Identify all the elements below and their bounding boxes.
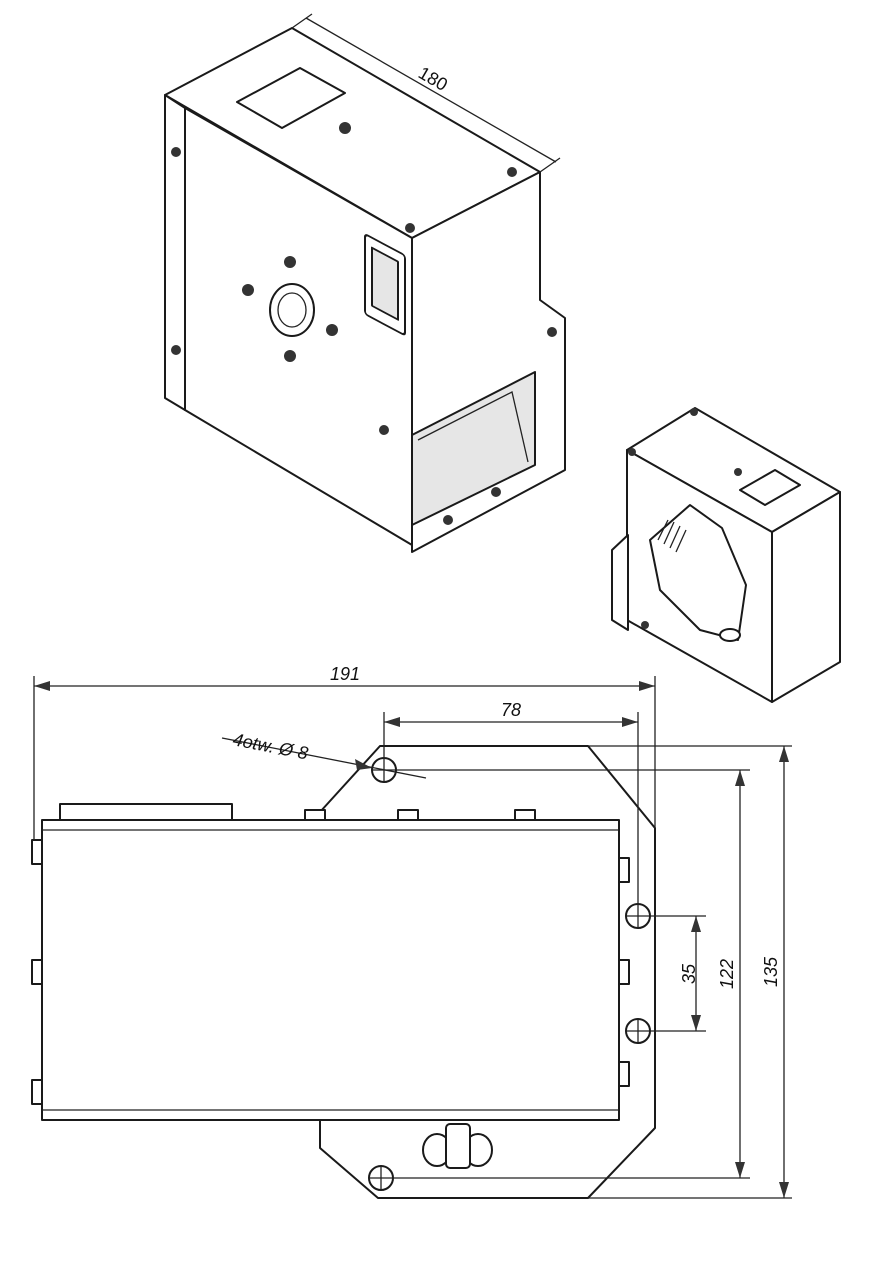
- connector-strip: [59, 803, 233, 821]
- leader-arrow: [355, 759, 372, 770]
- dim-label-180: 180: [415, 63, 451, 95]
- rear-side-face: [771, 491, 841, 703]
- dim-label-191: 191: [330, 664, 360, 684]
- shaft-screw: [284, 350, 296, 362]
- hole-note: 4otw. Ø 8: [231, 729, 309, 763]
- bracket-screw: [491, 487, 501, 497]
- top-screw: [339, 122, 351, 134]
- bracket-screw: [379, 425, 389, 435]
- dim-122: [393, 769, 750, 1179]
- rear-screw: [641, 621, 649, 629]
- hole-note-leader: [221, 737, 427, 779]
- rear-wing-nut: [719, 628, 741, 642]
- flange-screw: [171, 147, 181, 157]
- window-inner-edge: [417, 391, 529, 463]
- power-socket-inner: [371, 246, 399, 321]
- side-tab: [618, 959, 630, 985]
- rear-bracket: [611, 534, 629, 631]
- shaft-inner: [277, 292, 307, 328]
- rear-screw: [628, 448, 636, 456]
- shaft-screw: [242, 284, 254, 296]
- bracket-window: [411, 371, 536, 526]
- dim-191: [33, 676, 656, 840]
- iso-view-main: 180: [164, 13, 566, 553]
- rear-top-screw: [734, 468, 742, 476]
- dim-label-78: 78: [501, 700, 521, 720]
- top-tab: [514, 809, 536, 821]
- label-plate: [236, 67, 346, 129]
- dim-78: [383, 712, 639, 904]
- dim-label-135: 135: [761, 956, 781, 987]
- corner-screw: [507, 167, 517, 177]
- front-flange: [164, 94, 186, 411]
- side-tab: [618, 857, 630, 883]
- dim-label-122: 122: [717, 959, 737, 989]
- mounting-hole: [368, 1165, 394, 1191]
- dim-135: [588, 745, 792, 1199]
- shaft-screw: [326, 324, 338, 336]
- bracket-screw: [547, 327, 557, 337]
- flange-screw: [171, 345, 181, 355]
- rear-screw: [690, 408, 698, 416]
- dim-ext: [539, 157, 561, 173]
- wing-nut: [422, 1123, 493, 1169]
- brush-contacts: [657, 519, 687, 553]
- dim-label-35: 35: [679, 963, 699, 984]
- dim-35: [650, 915, 706, 1032]
- top-tab: [304, 809, 326, 821]
- rear-label-plate: [739, 469, 801, 506]
- plan-view: 191 78 4otw. Ø 8 35: [31, 664, 792, 1199]
- shaft-hole: [269, 283, 315, 337]
- shaft-screw: [284, 256, 296, 268]
- mounting-hole: [625, 903, 651, 929]
- dim-ext: [291, 13, 313, 29]
- plan-box: [41, 819, 620, 1121]
- side-tab: [618, 1061, 630, 1087]
- corner-screw: [405, 223, 415, 233]
- side-tab: [31, 1079, 43, 1105]
- side-tab: [31, 959, 43, 985]
- dim-line-180: [305, 17, 557, 163]
- bracket-screw: [443, 515, 453, 525]
- side-tab: [31, 839, 43, 865]
- mounting-hole: [625, 1018, 651, 1044]
- iso-view-rear: [611, 407, 841, 703]
- top-tab: [397, 809, 419, 821]
